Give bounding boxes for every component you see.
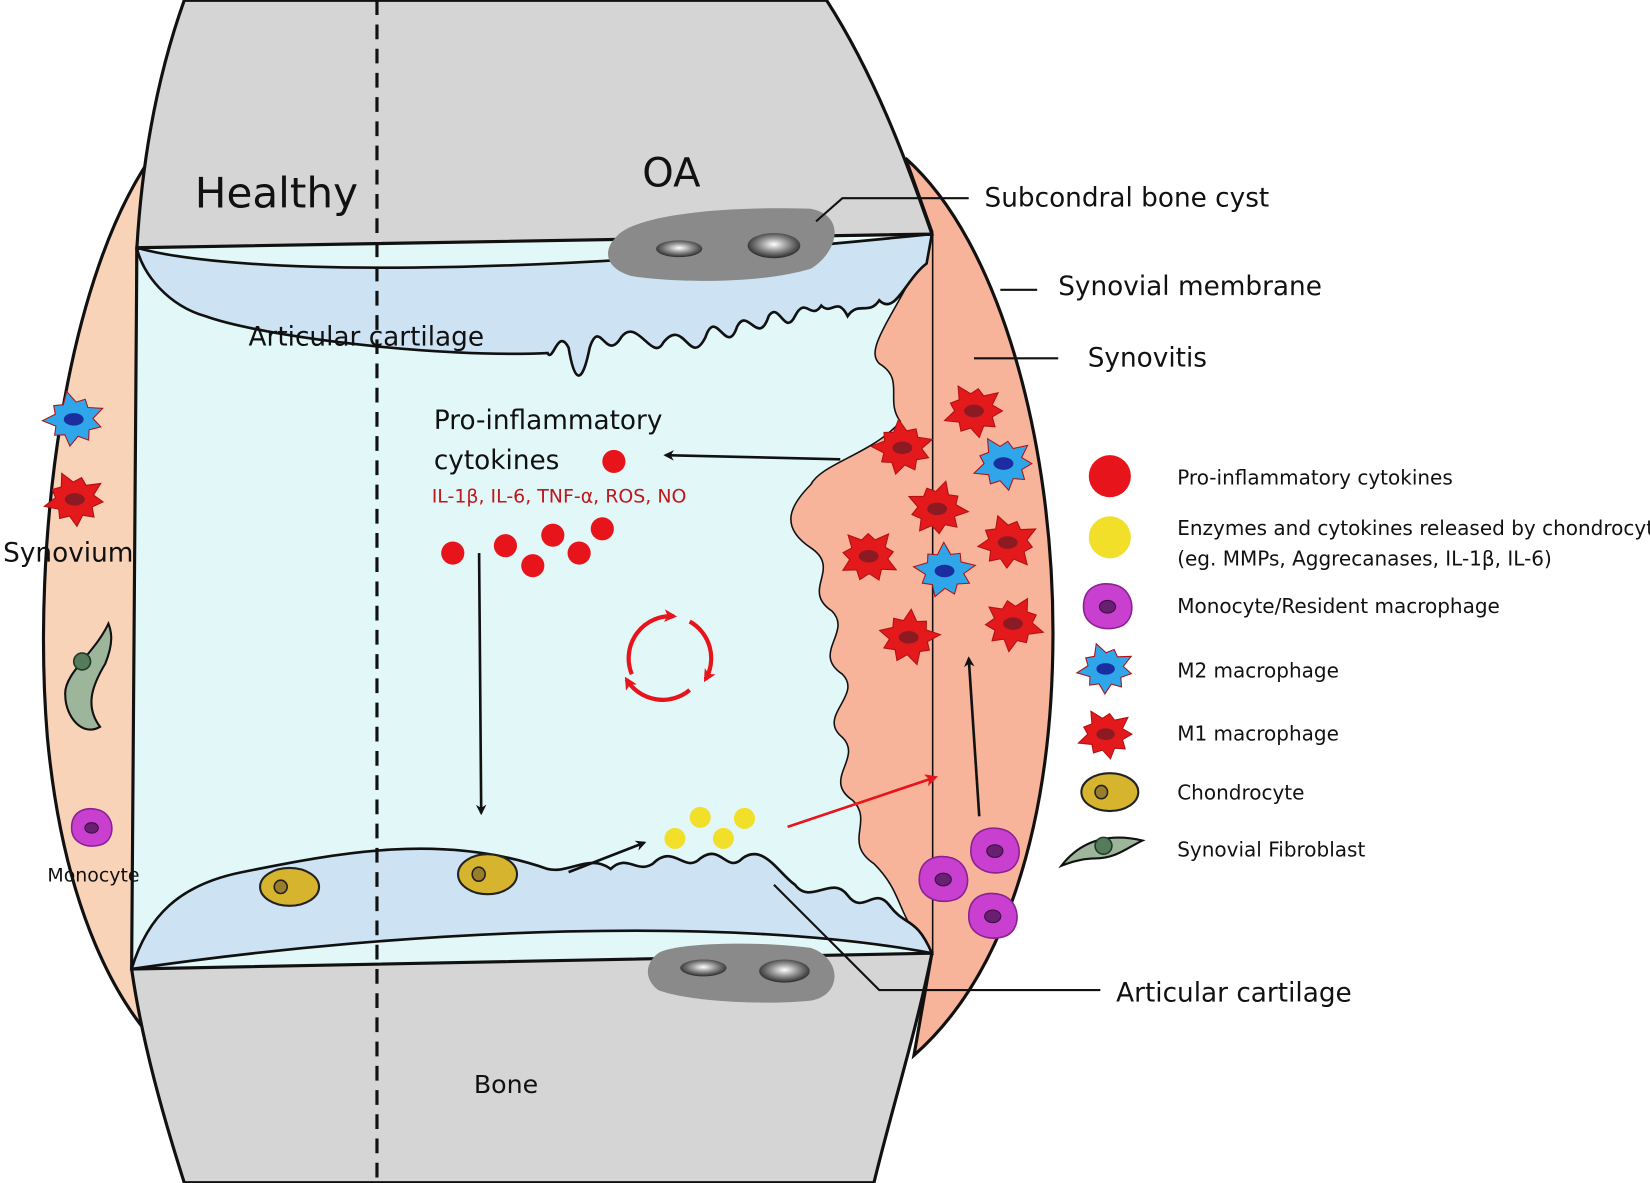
label-bone: Bone: [474, 1070, 538, 1099]
synovitis-edge: [790, 236, 933, 954]
enzyme-to-synovium-arrow: [787, 774, 939, 829]
legend-label: Enzymes and cytokines released by chondr…: [1177, 516, 1650, 540]
legend-chondrocyte-icon: [1080, 772, 1140, 813]
legend-label: Pro-inflammatory cytokines: [1177, 466, 1453, 490]
monocyte-icon: [918, 855, 969, 902]
legend: Pro-inflammatory cytokines Enzymes and c…: [1088, 455, 1650, 861]
leader-lines: [773, 197, 1101, 992]
legend-m1-macrophage-icon: [1077, 710, 1133, 760]
arrows: [475, 450, 981, 874]
label-articular-cartilage-bottom: Articular cartilage: [1116, 979, 1352, 1009]
subchondral-bone-cyst-top: [608, 208, 835, 281]
legend-label: Monocyte/Resident macrophage: [1177, 594, 1500, 618]
label-subchondral-bone-cyst: Subcondral bone cyst: [985, 184, 1270, 214]
vicious-cycle-icon: [624, 609, 716, 702]
synovial-fluid: [131, 237, 932, 969]
label-pro-inflammatory: Pro-inflammatory: [434, 406, 663, 436]
legend-label: Chondrocyte: [1177, 780, 1304, 804]
label-monocyte: Monocyte: [47, 865, 139, 887]
label-synovial-membrane: Synovial membrane: [1058, 272, 1322, 302]
label-articular-cartilage-top: Articular cartilage: [249, 323, 485, 353]
label-oa: OA: [642, 151, 701, 197]
m2-macrophage-icon: [972, 437, 1033, 492]
m1-macrophage-icon: [43, 472, 105, 528]
m2-macrophage-icon: [41, 390, 104, 448]
label-healthy: Healthy: [195, 169, 358, 218]
monocyte-icon: [70, 808, 113, 847]
legend-yellow-circle-icon: [1088, 516, 1131, 559]
label-cytokine-list: IL-1β, IL-6, TNF-α, ROS, NO: [432, 486, 687, 508]
legend-label: (eg. MMPs, Aggrecanases, IL-1β, IL-6): [1177, 547, 1552, 571]
synovium-inner-edge: [130, 247, 139, 970]
label-synovitis: Synovitis: [1088, 344, 1207, 374]
cytokine-dots: [441, 449, 626, 578]
m2-macrophage-icon: [912, 541, 977, 598]
label-cytokines: cytokines: [434, 446, 560, 476]
synovial-fibroblast-icon: [64, 620, 113, 731]
chondrocyte-icon: [456, 853, 519, 896]
legend-label: Synovial Fibroblast: [1177, 837, 1365, 861]
m1-macrophage-icon: [869, 418, 934, 476]
m1-macrophage-icon: [943, 385, 1004, 439]
m1-macrophage-icon: [976, 514, 1037, 570]
monocyte-icon: [970, 827, 1020, 874]
synovial-membrane-right: [904, 157, 1055, 1060]
m1-macrophage-icon: [841, 532, 898, 581]
legend-label: M2 macrophage: [1177, 658, 1339, 682]
articular-cartilage-bottom: [129, 847, 935, 971]
legend-synovial-fibroblast-icon: [1058, 836, 1146, 869]
m1-macrophage-icon: [907, 480, 970, 535]
m1-macrophage-icon: [984, 597, 1045, 653]
legend-monocyte-icon: [1082, 583, 1133, 630]
chondrocyte-icon: [259, 866, 321, 907]
monocyte-icon: [967, 892, 1018, 939]
legend-red-circle-icon: [1088, 455, 1131, 498]
legend-label: M1 macrophage: [1177, 721, 1339, 745]
m1-macrophage-icon: [878, 608, 942, 666]
label-synovium: Synovium: [3, 538, 133, 568]
enzyme-dots: [664, 806, 755, 849]
legend-m2-macrophage-icon: [1075, 642, 1133, 695]
subchondral-bone-cyst-bottom: [647, 943, 835, 1003]
